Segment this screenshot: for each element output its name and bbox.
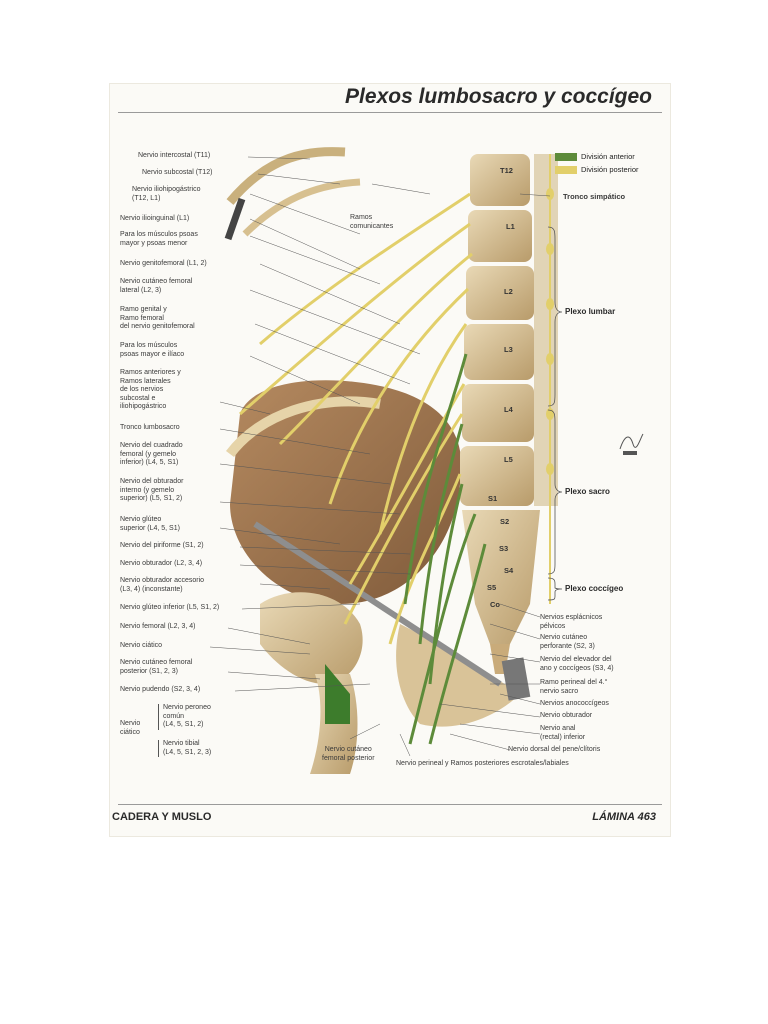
plexus-braces [547, 226, 563, 601]
femoral-head [260, 592, 363, 684]
label-lumbar-plexus: Plexo lumbar [565, 307, 616, 316]
label-sympathetic-trunk: Tronco simpático [563, 192, 626, 201]
label-genitofemoral: Nervio genitofemoral (L1, 2) [120, 260, 207, 267]
atlas-page: Plexos lumbosacro y coccígeo [110, 84, 670, 836]
label-sacral-plexus: Plexo sacro [565, 487, 610, 496]
label-obturator: Nervio obturador (L2, 3, 4) [120, 560, 203, 567]
label-lateral-femoral-cutaneous: Nervio cutáneo femoral lateral (L2, 3) [120, 278, 193, 294]
label-psoas-iliacus: Para los músculos psoas mayor e ilíaco [120, 342, 185, 358]
artist-signature-mark [615, 429, 645, 462]
label-superior-gluteal: Nervio glúteo superior (L4, 5, S1) [120, 516, 180, 532]
anterior-swatch [555, 152, 577, 161]
label-coccygeal-plexus: Plexo coccígeo [565, 584, 624, 593]
label-obturator-internus: Nervio del obturador interno (y gemelo s… [120, 478, 184, 502]
label-inferior-gluteal: Nervio glúteo inferior (L5, S1, 2) [120, 604, 220, 611]
label-ilioinguinal: Nervio ilioinguinal (L1) [120, 215, 190, 222]
vertebra-label: L1 [506, 222, 515, 231]
label-iliohypogastric: Nervio iliohipogástrico (T12, L1) [132, 186, 201, 202]
label-accessory-obturator: Nervio obturador accesorio (L3, 4) (inco… [120, 577, 205, 593]
legend-posterior-label: División posterior [581, 165, 639, 174]
vertebra-label: S5 [487, 583, 497, 592]
header-rule [118, 112, 662, 113]
rib-t12 [242, 178, 361, 237]
label-tibial: Nervio tibial (L4, 5, S1, 2, 3) [158, 740, 211, 757]
vertebra-label: S2 [500, 517, 510, 526]
label-levator-ani: Nervio del elevador del ano y coccígeos … [540, 656, 614, 672]
sciatic-cut [325, 664, 350, 724]
legend: División anterior División posterior [555, 150, 639, 176]
rib-t11 [226, 147, 346, 205]
vertebral-column [460, 154, 558, 674]
label-posterior-femoral-bottom: Nervio cutáneo femoral posterior [322, 746, 375, 762]
sacrotuberous-ligament [253, 521, 502, 687]
vertebra-label: T12 [500, 166, 513, 175]
legend-anterior: División anterior [555, 150, 639, 163]
pubis [396, 624, 520, 727]
leader-lines [209, 156, 551, 757]
footer-rule [118, 804, 662, 805]
vertebra-label: S1 [488, 494, 498, 503]
page-title: Plexos lumbosacro y coccígeo [345, 85, 652, 108]
label-subcostal-t12: Nervio subcostal (T12) [142, 169, 213, 176]
label-rami-communicantes: Ramos comunicantes [350, 214, 394, 230]
label-common-peroneal: Nervio peroneo común (L4, 5, S1, 2) [158, 704, 211, 730]
label-inferior-anal: Nervio anal (rectal) inferior [540, 725, 586, 741]
label-perineal-s4: Ramo perineal del 4.° nervio sacro [540, 679, 608, 695]
vertebra-label: Co [490, 600, 500, 609]
label-piriformis: Nervio del piriforme (S1, 2) [120, 542, 204, 549]
label-femoral: Nervio femoral (L2, 3, 4) [120, 623, 196, 630]
label-lumbosacral-trunk: Tronco lumbosacro [120, 424, 180, 431]
label-sciatic: Nervio ciático [120, 642, 163, 649]
label-pudendal: Nervio pudendo (S2, 3, 4) [120, 686, 201, 693]
footer-plate-number: LÁMINA 463 [592, 811, 656, 823]
label-pelvic-splanchnic: Nervios esplácnicos pélvicos [540, 614, 603, 630]
vertebra-label: S4 [504, 566, 514, 575]
label-psoas-muscles: Para los músculos psoas mayor y psoas me… [120, 231, 198, 247]
iliac-crest [226, 396, 381, 458]
vertebra-label: L2 [504, 287, 513, 296]
rib-shadow [224, 197, 246, 241]
vertebra-label: L5 [504, 455, 513, 464]
vertebra-label: L3 [504, 345, 513, 354]
anatomy-illustration [209, 147, 563, 774]
ligament-gray [501, 657, 531, 701]
label-intercostal-t11: Nervio intercostal (T11) [138, 152, 211, 159]
label-perineal: Nervio perineal y Ramos posteriores escr… [396, 760, 569, 767]
posterior-division-nerves [239, 192, 473, 645]
legend-posterior: División posterior [555, 163, 639, 176]
label-quadratus-femoris: Nervio del cuadrado femoral (y gemelo in… [120, 442, 183, 466]
label-anterior-lateral-branches: Ramos anteriores y Ramos laterales de lo… [120, 369, 181, 410]
vertebra-label: L4 [504, 405, 513, 414]
label-perforating-cutaneous: Nervio cutáneo perforante (S2, 3) [540, 634, 595, 650]
label-sciatic-group: Nervio ciático [120, 720, 141, 736]
label-genital-femoral-branch: Ramo genital y Ramo femoral del nervio g… [120, 306, 195, 330]
sympathetic-ganglia [546, 188, 554, 475]
legend-anterior-label: División anterior [581, 152, 635, 161]
label-obturator-right: Nervio obturador [540, 712, 593, 719]
label-anococcygeal: Nervios anococcígeos [540, 700, 609, 707]
label-dorsal-nerve: Nervio dorsal del pene/clítoris [508, 746, 601, 753]
vertebra-label: S3 [499, 544, 509, 553]
posterior-swatch [555, 165, 577, 174]
label-posterior-femoral-cutaneous: Nervio cutáneo femoral posterior (S1, 2,… [120, 659, 193, 675]
footer-section: CADERA Y MUSLO [112, 811, 212, 823]
anterior-division-nerves [403, 353, 487, 745]
